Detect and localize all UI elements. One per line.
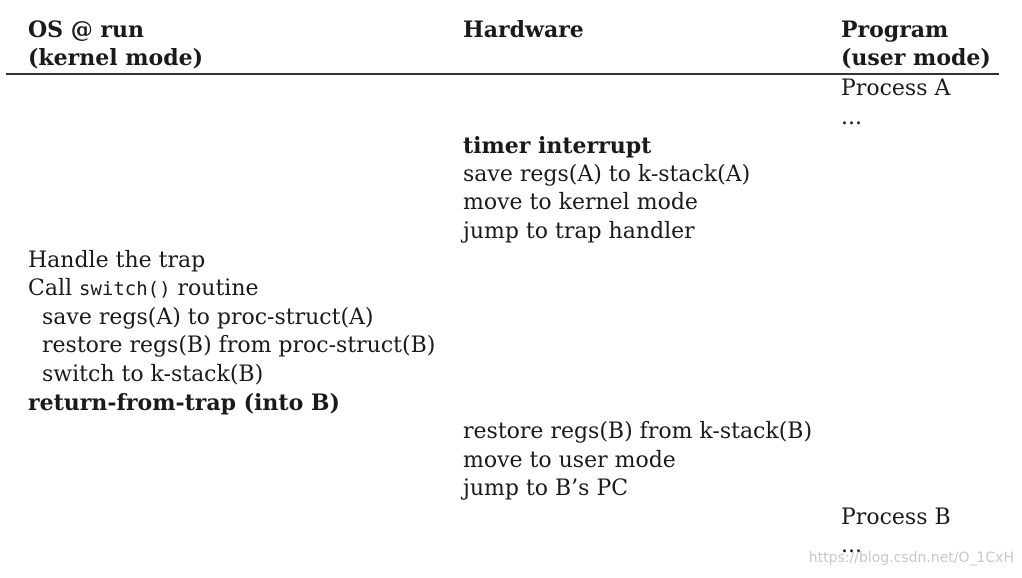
hw-move-kernel-mode: move to kernel mode [463,190,698,215]
hw-restore-regs: restore regs(B) from k-stack(B) [463,419,813,444]
header-program: Program [841,17,949,43]
os-save-regs: save regs(A) to proc-struct(A) [42,305,374,330]
hw-jump-trap-handler: jump to trap handler [463,219,695,244]
os-switch-kstack: switch to k-stack(B) [42,362,264,387]
hw-save-regs: save regs(A) to k-stack(A) [463,162,751,187]
hw-timer-interrupt: timer interrupt [463,133,652,159]
header-program-sub: (user mode) [841,45,991,71]
program-process-a: Process A [841,76,951,101]
os-restore-regs: restore regs(B) from proc-struct(B) [42,333,436,358]
program-process-b: Process B [841,505,951,530]
program-ellipsis-a: ... [841,105,862,130]
watermark: https://blog.csdn.net/O_1CxH [808,550,1014,566]
program-ellipsis-b: ... [841,533,862,558]
header-hardware: Hardware [463,17,584,43]
os-return-from-trap: return-from-trap (into B) [28,390,340,416]
header-os-mode: OS @ run [28,17,144,43]
hw-jump-pc: jump to B’s PC [463,476,629,501]
os-call-code: switch() [79,278,171,300]
os-call-prefix: Call [28,276,80,301]
os-handle-trap: Handle the trap [28,248,206,273]
header-divider [6,73,999,75]
hw-move-user-mode: move to user mode [463,448,676,473]
header-os-mode-sub: (kernel mode) [28,45,203,71]
os-call-suffix: routine [170,276,259,301]
os-call-switch: Call switch() routine [28,275,259,303]
